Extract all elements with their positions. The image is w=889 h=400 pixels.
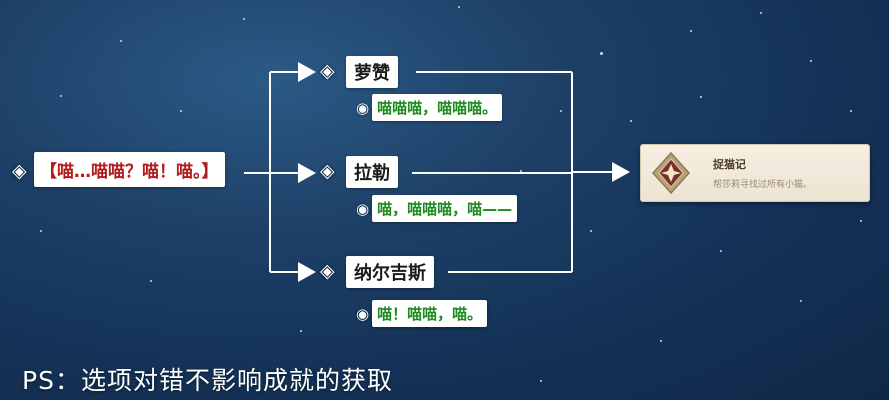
dialogue-question: 【喵…喵喵？喵！喵。】 [34,152,225,187]
achievement-badge-icon [651,151,691,195]
option-1-reply-bullet: ◉ [356,98,370,117]
option-2-reply-bullet: ◉ [356,199,370,218]
option-1-marker: ◈ [320,60,335,82]
achievement-description: 帮莎莉寻找过所有小猫。 [713,180,813,190]
option-2-reply-text: 喵，喵喵喵，喵—— [372,195,518,222]
option-3-reply-bullet: ◉ [356,304,370,323]
option-3-marker: ◈ [320,260,335,282]
achievement-card: 捉猫记 帮莎莉寻找过所有小猫。 [640,144,870,202]
option-2-marker: ◈ [320,160,335,182]
achievement-title: 捉猫记 [713,158,746,171]
option-1-reply: ◉ 喵喵喵，喵喵喵。 [356,94,503,121]
option-3-reply-text: 喵！喵喵，喵。 [372,300,488,327]
option-2-reply: ◉ 喵，喵喵喵，喵—— [356,195,518,222]
option-3-label: 纳尔吉斯 [346,256,434,288]
option-3-reply: ◉ 喵！喵喵，喵。 [356,300,488,327]
option-1-reply-text: 喵喵喵，喵喵喵。 [372,94,503,121]
footnote: PS：选项对错不影响成就的获取 [22,366,393,395]
question-marker: ◈ [12,160,27,182]
option-1-label: 萝赞 [346,56,398,88]
option-2-label: 拉勒 [346,156,398,188]
